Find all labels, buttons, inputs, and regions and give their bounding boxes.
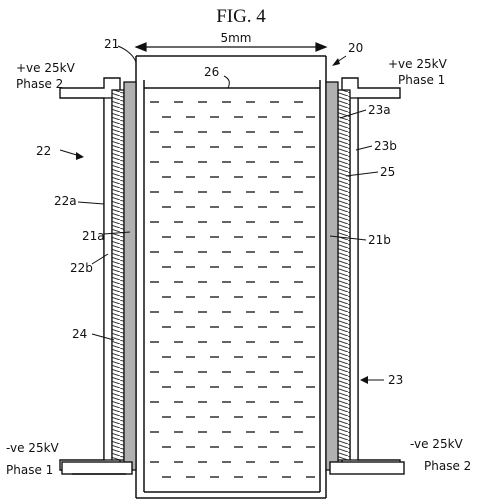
label-21b: 21b xyxy=(368,233,391,247)
leader-21b xyxy=(329,235,367,241)
label-23: 23 xyxy=(388,373,403,387)
terminal-bottom-left-phase: Phase 1 xyxy=(6,463,53,477)
label-22b: 22b xyxy=(70,261,93,275)
label-21a: 21a xyxy=(82,229,105,243)
dimension-label: 5mm xyxy=(220,31,251,45)
label-22: 22 xyxy=(36,144,51,158)
liquid-fill xyxy=(150,101,315,478)
leader-22a xyxy=(77,201,105,205)
terminal-top-right-voltage: +ve 25kV xyxy=(388,57,448,71)
label-23a: 23a xyxy=(368,103,391,117)
leader-23b xyxy=(355,145,373,151)
leader-25 xyxy=(345,171,379,177)
label-22a: 22a xyxy=(54,194,77,208)
label-20: 20 xyxy=(348,41,363,55)
bottom-flanges xyxy=(61,461,405,475)
label-26: 26 xyxy=(204,65,219,79)
terminal-top-right-phase: Phase 1 xyxy=(398,73,445,87)
arrowhead-22 xyxy=(76,152,84,160)
leader-26 xyxy=(223,75,230,89)
label-23b: 23b xyxy=(374,139,397,153)
arrowhead-20 xyxy=(332,58,340,66)
terminal-top-left-phase: Phase 2 xyxy=(16,77,63,91)
terminal-top-left-voltage: +ve 25kV xyxy=(16,61,76,75)
arrowhead-23 xyxy=(360,376,368,384)
label-24: 24 xyxy=(72,327,87,341)
label-25: 25 xyxy=(380,165,395,179)
leader-21 xyxy=(117,45,137,63)
right-electrode-assembly xyxy=(325,77,401,471)
figure-title: FIG. 4 xyxy=(216,6,266,27)
left-electrode-assembly xyxy=(59,77,137,471)
leader-24 xyxy=(91,333,115,341)
terminal-bottom-right-phase: Phase 2 xyxy=(424,459,471,473)
terminal-bottom-left-voltage: -ve 25kV xyxy=(6,441,60,455)
label-21: 21 xyxy=(104,37,119,51)
leader-22b xyxy=(91,253,109,265)
leader-21a xyxy=(103,231,131,235)
terminal-bottom-right-voltage: -ve 25kV xyxy=(410,437,464,451)
leader-23a xyxy=(339,109,367,119)
dimension-arrow xyxy=(134,42,328,52)
